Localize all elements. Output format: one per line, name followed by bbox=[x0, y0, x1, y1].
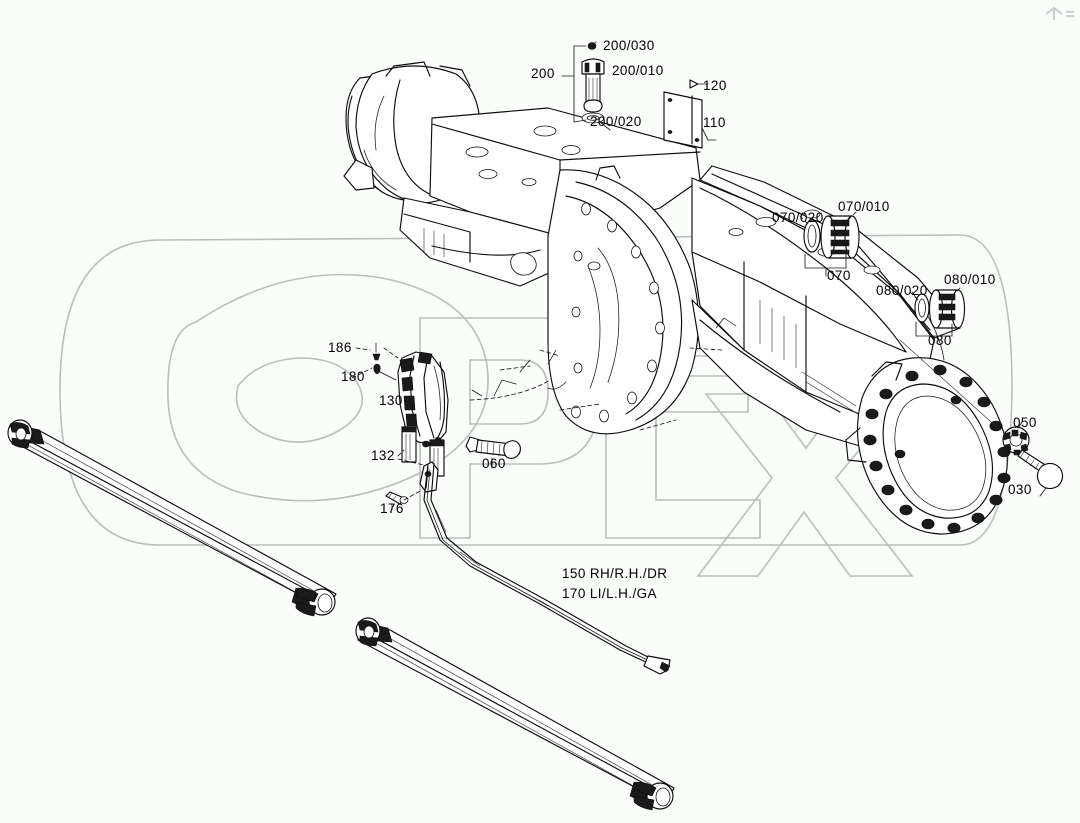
washer-050 bbox=[1002, 421, 1030, 456]
label-bolt-assembly-group: 200 bbox=[531, 66, 555, 81]
tie-rod-150-170 bbox=[423, 463, 671, 675]
bearing-group-080 bbox=[909, 287, 966, 343]
label-plate-marker: 120 bbox=[703, 78, 727, 93]
label-screw: 030 bbox=[1008, 482, 1032, 497]
label-bearing-group-lower: 080 bbox=[928, 333, 952, 348]
label-bearing-ring-upper: 070/020 bbox=[772, 210, 824, 225]
label-bearing-group-upper: 070 bbox=[827, 268, 851, 283]
label-rod-left: 170 LI/L.H./GA bbox=[562, 586, 657, 601]
label-caliper-bushing: 132 bbox=[371, 448, 395, 463]
label-rod-right: 150 RH/R.H./DR bbox=[562, 566, 668, 581]
clamp-screw-176 bbox=[385, 489, 423, 511]
label-bearing-cup-lower: 080/010 bbox=[944, 272, 996, 287]
bolt-assembly-200 bbox=[561, 41, 611, 131]
caliper-pin-186 bbox=[351, 342, 399, 379]
label-washer: 050 bbox=[1013, 415, 1037, 430]
axle-housing-body bbox=[343, 61, 1011, 535]
label-bearing-ring-lower: 080/020 bbox=[876, 283, 928, 298]
phantom-lines bbox=[469, 317, 737, 431]
plate-110 bbox=[663, 79, 717, 149]
label-clamp-screw: 176 bbox=[380, 501, 404, 516]
axle-shaft-lower bbox=[355, 617, 675, 811]
hex-screw-060 bbox=[465, 436, 521, 469]
label-bolt-seal-ring: 200/020 bbox=[590, 114, 642, 129]
label-caliper-pin: 186 bbox=[328, 340, 352, 355]
label-bolt-screw: 200/010 bbox=[612, 63, 664, 78]
bearing-group-070 bbox=[799, 211, 860, 277]
screw-030 bbox=[1017, 449, 1064, 497]
label-hex-screw: 060 bbox=[482, 456, 506, 471]
label-bolt-small-pin: 200/030 bbox=[603, 38, 655, 53]
label-plate: 110 bbox=[703, 115, 726, 130]
label-bearing-cup-upper: 070/010 bbox=[838, 199, 890, 214]
label-caliper-bracket: 180 bbox=[341, 369, 365, 384]
label-brake-caliper: 130 bbox=[379, 393, 403, 408]
wheel-hub-flange bbox=[845, 357, 1011, 535]
axle-shaft-upper bbox=[7, 419, 337, 617]
